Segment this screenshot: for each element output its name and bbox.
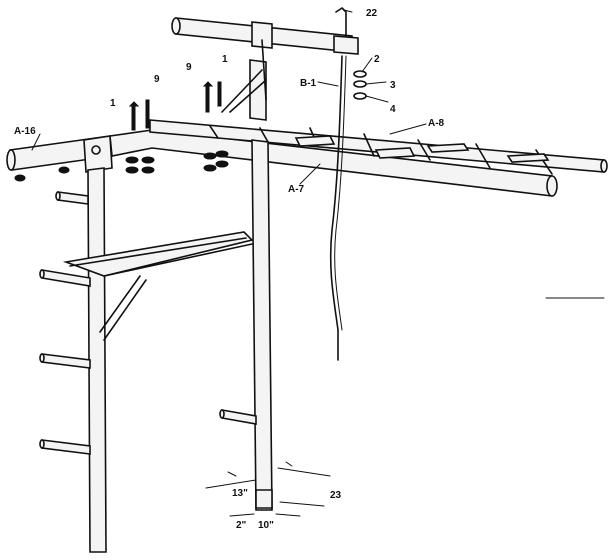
base-dimensions	[205, 297, 605, 517]
label-dim-2: 2"	[236, 520, 247, 531]
label-1-right: 1	[222, 54, 228, 65]
hardware-bolts-left	[128, 81, 222, 131]
climbing-rope	[329, 55, 347, 361]
top-rear-crossbar	[171, 7, 359, 55]
label-a8: A-8	[428, 118, 445, 129]
label-2: 2	[374, 54, 380, 65]
platform-support-brace	[99, 275, 147, 341]
label-1-left: 1	[110, 98, 116, 109]
rear-post	[249, 39, 267, 121]
label-dim-13: 13"	[232, 488, 248, 499]
label-3: 3	[390, 80, 396, 91]
left-top-bar	[6, 135, 113, 173]
label-22: 22	[366, 8, 378, 19]
hardware-nuts	[14, 150, 229, 182]
label-a16: A-16	[14, 126, 36, 137]
ladder-steps	[39, 191, 91, 455]
center-post	[219, 139, 273, 511]
leader-lines	[31, 9, 427, 185]
rear-brace	[221, 69, 263, 113]
overhead-ladder-rungs	[209, 125, 553, 175]
label-dim-10: 10"	[258, 520, 274, 531]
label-23: 23	[330, 490, 342, 501]
label-4: 4	[390, 104, 396, 115]
hardware-washers-right	[353, 70, 367, 100]
label-9-left: 9	[154, 74, 160, 85]
label-b1: B-1	[300, 78, 317, 89]
platform-deck	[62, 231, 254, 277]
label-a7: A-7	[288, 184, 305, 195]
label-9-right: 9	[186, 62, 192, 73]
